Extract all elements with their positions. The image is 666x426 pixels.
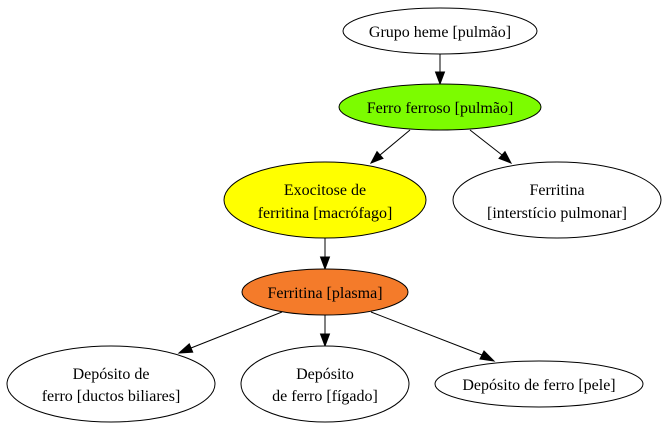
node-ferro-ferroso-label: Ferro ferroso [pulmão] xyxy=(367,100,514,117)
edge-n5-n7 xyxy=(319,315,331,348)
arrowhead-icon xyxy=(369,150,384,164)
node-grupo-heme-shape xyxy=(342,7,538,55)
node-ferritina-intersticio-label-line1: Ferritina xyxy=(529,182,584,199)
node-grupo-heme-label: Grupo heme [pulmão] xyxy=(369,24,511,41)
node-ferritina-plasma-label: Ferritina [plasma] xyxy=(267,285,382,302)
edge-line xyxy=(190,311,283,349)
node-deposito-figado-label-line1: Depósito xyxy=(296,366,354,383)
node-deposito-pele-label: Depósito de ferro [pele] xyxy=(462,377,615,394)
edge-n5-n6 xyxy=(177,311,283,354)
node-deposito-pele-shape xyxy=(434,360,644,408)
node-ferritina-intersticio: Ferritina [interstício pulmonar] xyxy=(452,161,662,239)
node-grupo-heme: Grupo heme [pulmão] xyxy=(342,7,538,55)
node-exocitose-ferritina: Exocitose de ferritina [macrófago] xyxy=(223,161,427,239)
node-deposito-ductos-biliares: Depósito de ferro [ductos biliares] xyxy=(6,345,216,423)
node-ferritina-intersticio-label-line2: [interstício pulmonar] xyxy=(487,205,627,222)
edge-n2-n3 xyxy=(369,129,411,164)
edge-line xyxy=(379,129,411,156)
node-deposito-figado-shape xyxy=(240,345,410,423)
edges-layer xyxy=(177,54,513,362)
edge-line xyxy=(370,311,483,356)
node-deposito-ductos-biliares-shape xyxy=(6,345,216,423)
arrowhead-icon xyxy=(498,150,513,164)
node-deposito-ductos-biliares-label-line1: Depósito de xyxy=(73,366,150,383)
node-deposito-pele: Depósito de ferro [pele] xyxy=(434,360,644,408)
edge-line xyxy=(469,129,503,156)
node-ferritina-intersticio-shape xyxy=(452,161,662,239)
edge-n3-n5 xyxy=(319,238,331,271)
node-ferritina-plasma: Ferritina [plasma] xyxy=(241,268,409,316)
edge-n1-n2 xyxy=(434,54,446,86)
arrowhead-icon xyxy=(434,71,446,86)
node-ferro-ferroso: Ferro ferroso [pulmão] xyxy=(338,83,542,131)
node-deposito-figado-label-line2: de ferro [fígado] xyxy=(272,388,378,405)
node-ferritina-plasma-shape xyxy=(241,268,409,316)
node-deposito-ductos-biliares-label-line2: ferro [ductos biliares] xyxy=(42,388,181,405)
node-exocitose-ferritina-label-line1: Exocitose de xyxy=(284,182,366,199)
arrowhead-icon xyxy=(319,333,331,348)
node-exocitose-ferritina-label-line2: ferritina [macrófago] xyxy=(258,205,393,222)
node-exocitose-ferritina-shape xyxy=(223,161,427,239)
node-ferro-ferroso-shape xyxy=(338,83,542,131)
node-deposito-figado: Depósito de ferro [fígado] xyxy=(240,345,410,423)
arrowhead-icon xyxy=(319,256,331,271)
edge-n5-n8 xyxy=(370,311,496,362)
arrowhead-icon xyxy=(479,350,496,362)
edge-n2-n4 xyxy=(469,129,513,164)
arrowhead-icon xyxy=(177,343,194,354)
